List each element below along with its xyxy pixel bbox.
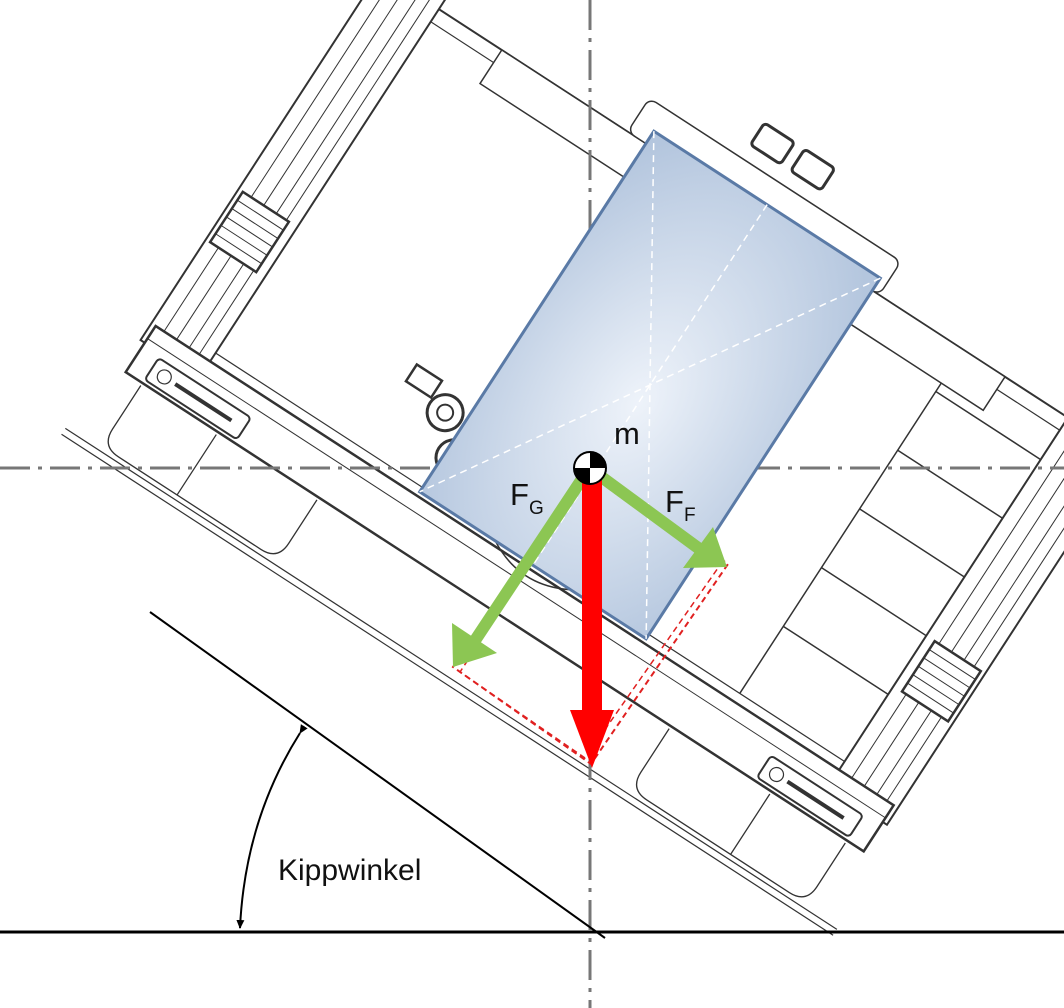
lamp-right (790, 149, 835, 191)
load-box (417, 129, 883, 641)
tilt-angle-arc (236, 724, 308, 929)
manufacturer-logo (156, 369, 845, 820)
force-fg-arrow (452, 466, 594, 667)
right-rail (739, 349, 1064, 827)
mass-label: m (614, 416, 640, 451)
force-ff-arrow (588, 465, 727, 568)
tilted-base-line (149, 611, 606, 939)
center-of-mass-icon (573, 451, 607, 485)
force-ff-label: FF (665, 484, 696, 526)
lamp-left (750, 122, 795, 165)
wheels (61, 385, 846, 936)
weight-force-arrow (570, 468, 614, 768)
force-fg-label: FG (510, 477, 544, 519)
tilt-angle-label: Kippwinkel (278, 854, 421, 887)
